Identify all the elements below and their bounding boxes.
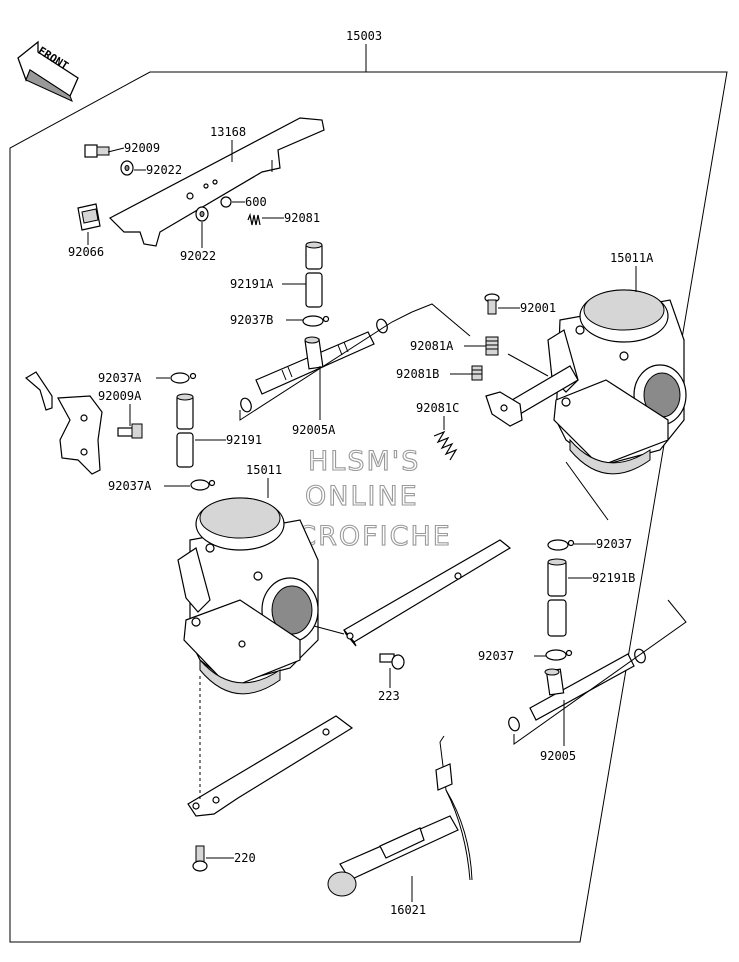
part-label-92022-lower: 92022 (180, 249, 216, 263)
bracket-13168 (108, 117, 325, 247)
spring-92081 (247, 212, 261, 226)
choke-cable-16021 (327, 735, 473, 897)
svg-text:ONLINE: ONLINE (305, 481, 419, 512)
part-label-92081a: 92081A (410, 339, 454, 353)
part-label-92022: 92022 (146, 163, 182, 177)
spring-92081a (485, 336, 499, 356)
part-label-92009: 92009 (124, 141, 160, 155)
spring-92081c (433, 430, 458, 461)
svg-text:HLSM'S: HLSM'S (308, 446, 420, 477)
hose-92191a (305, 241, 323, 308)
hose-92191 (176, 393, 194, 468)
part-label-223: 223 (378, 689, 400, 703)
screw-223 (379, 653, 405, 670)
bolt-92009a (117, 423, 143, 439)
part-label-92005a: 92005A (292, 423, 336, 437)
throttle-bracket (24, 371, 103, 475)
fuel-tee-92005 (508, 648, 646, 732)
part-label-15003: 15003 (346, 29, 382, 43)
spring-92081b (471, 365, 483, 381)
clamp-92037a (170, 372, 197, 384)
screw-92001 (484, 293, 500, 315)
part-label-92037a-lower: 92037A (108, 479, 152, 493)
part-label-15011a: 15011A (610, 251, 654, 265)
part-label-15011: 15011 (246, 463, 282, 477)
part-label-92081c: 92081C (416, 401, 459, 415)
part-label-92066: 92066 (68, 245, 104, 259)
bolt-92009 (84, 144, 110, 158)
throttle-link (485, 365, 579, 427)
part-label-92009a: 92009A (98, 389, 142, 403)
part-label-92001: 92001 (520, 301, 556, 315)
part-label-16021: 16021 (390, 903, 426, 917)
part-label-92037a: 92037A (98, 371, 142, 385)
part-label-92081: 92081 (284, 211, 320, 225)
clamp-92037a-lower (190, 479, 216, 491)
part-label-92191b: 92191B (592, 571, 635, 585)
carburetor-15011 (177, 497, 319, 695)
bottom-plate (187, 715, 354, 817)
assembly-border (9, 71, 728, 943)
part-label-600: 600 (245, 195, 267, 209)
link-bar (343, 539, 512, 647)
part-label-92037: 92037 (596, 537, 632, 551)
fuel-tee-92005a (240, 318, 388, 413)
part-label-13168: 13168 (210, 125, 246, 139)
watermark: HLSM'S ONLINE MICROFICHE (261, 445, 450, 552)
hose-92191b (547, 558, 567, 637)
ball-600 (220, 196, 232, 208)
front-arrow-icon: FRONT (17, 40, 79, 102)
part-label-92005: 92005 (540, 749, 576, 763)
clamp-92037b (302, 315, 330, 327)
part-label-92037b: 92037B (230, 313, 273, 327)
screw-220 (192, 845, 208, 872)
carburetor-15011a (547, 289, 687, 475)
part-label-220: 220 (234, 851, 256, 865)
clamp-92037 (547, 539, 575, 551)
clamp-92037-lower (545, 649, 573, 661)
part-label-92191: 92191 (226, 433, 262, 447)
part-label-92191a: 92191A (230, 277, 274, 291)
clip-92066 (77, 203, 101, 231)
part-label-92081b: 92081B (396, 367, 439, 381)
part-label-92037-lower: 92037 (478, 649, 514, 663)
